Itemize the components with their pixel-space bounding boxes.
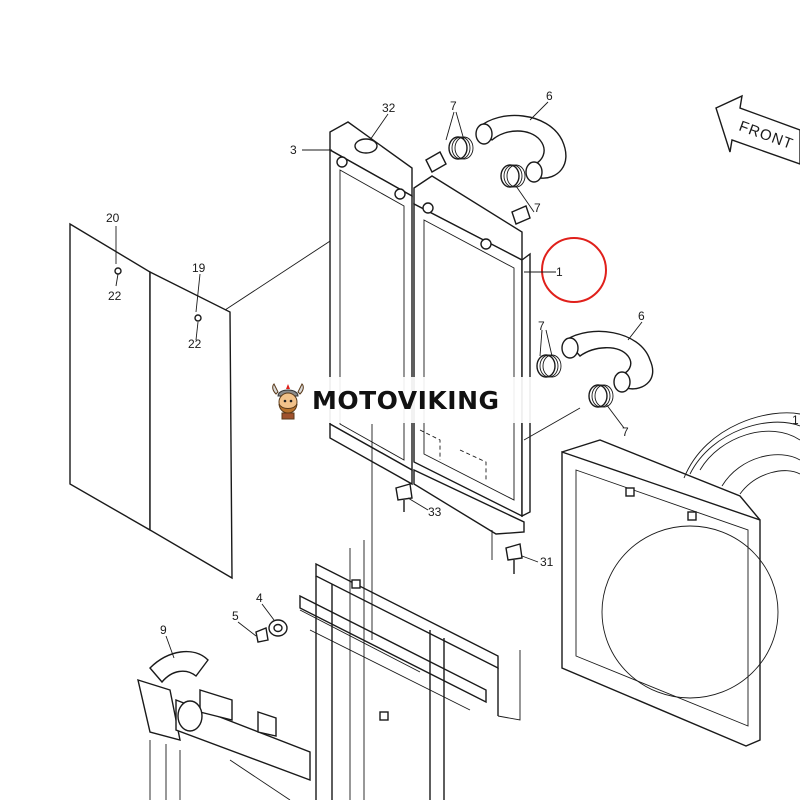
callout-31: 31 (540, 555, 554, 569)
callout-4: 4 (256, 591, 263, 605)
leader-lines (115, 101, 643, 659)
fan-shroud (561, 412, 800, 747)
hose-clamps (448, 136, 614, 408)
highlight-circle (541, 237, 607, 303)
radiator-assembly (329, 121, 531, 535)
callout-32: 32 (382, 101, 396, 115)
callout-5: 5 (232, 609, 239, 623)
callout-6-lower: 6 (638, 309, 645, 323)
side-panels (69, 222, 351, 580)
callout-22-right: 22 (188, 337, 202, 351)
callout-6-upper: 6 (546, 89, 553, 103)
callout-19: 19 (192, 261, 206, 275)
hose-lower (561, 330, 654, 393)
pipe-assembly (137, 650, 311, 800)
callout-3: 3 (290, 143, 297, 157)
hose-upper (475, 114, 567, 183)
viking-mascot-logo (272, 383, 304, 420)
callout-1-edge: 1 (792, 413, 799, 427)
callout-20: 20 (106, 211, 120, 225)
callout-33: 33 (428, 505, 442, 519)
front-arrow: FRONT (715, 94, 800, 165)
callout-9: 9 (160, 623, 167, 637)
bolts (395, 483, 523, 574)
callout-7-lower-left: 7 (538, 319, 545, 333)
callout-7-upper-left: 7 (450, 99, 457, 113)
support-frame (299, 540, 521, 800)
callout-1: 1 (556, 265, 563, 279)
callout-7-lower-right: 7 (622, 425, 629, 439)
hardware-parts (255, 619, 288, 643)
watermark: MOTOVIKING (262, 377, 537, 423)
callouts: 32 7 6 3 7 1 20 19 22 22 7 6 7 33 31 4 5… (106, 89, 799, 637)
callout-7-upper-right: 7 (534, 201, 541, 215)
watermark-text: MOTOVIKING (312, 385, 500, 415)
callout-22-left: 22 (108, 289, 122, 303)
